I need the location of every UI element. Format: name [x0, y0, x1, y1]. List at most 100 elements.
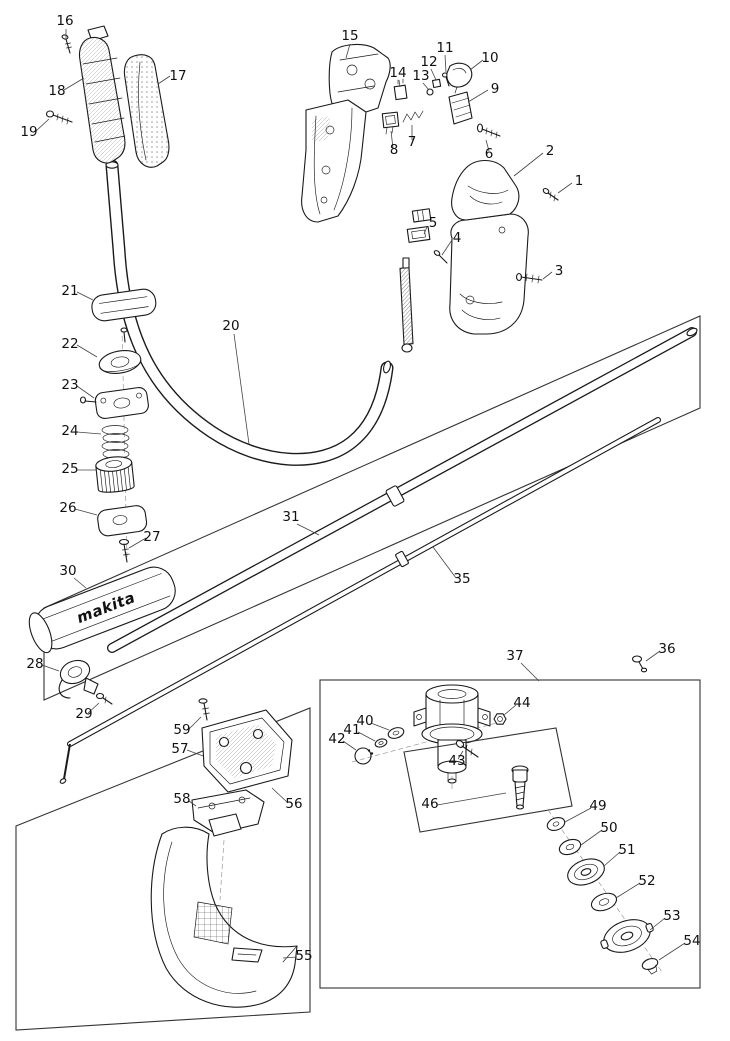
part-label-2: 2	[546, 143, 555, 159]
part-label-37: 37	[506, 648, 523, 664]
part-label-56: 56	[285, 796, 302, 812]
washer-41	[374, 738, 388, 748]
switch-8	[381, 111, 400, 135]
part-label-36: 36	[658, 641, 675, 657]
part-label-3: 3	[555, 263, 564, 279]
screw-4	[433, 250, 448, 264]
washer-50	[558, 838, 582, 856]
part-label-59: 59	[173, 722, 190, 738]
knob-21	[91, 288, 157, 343]
spline-hub-25	[95, 456, 135, 493]
screw-19	[45, 110, 73, 125]
part-label-24: 24	[61, 423, 78, 439]
lever-10	[446, 62, 473, 94]
switch-parts	[381, 62, 501, 139]
spring-24	[101, 425, 130, 459]
part-label-31: 31	[282, 509, 299, 525]
part-label-26: 26	[59, 500, 76, 516]
adapter-46	[511, 765, 529, 810]
part-label-16: 16	[56, 13, 73, 29]
washer-49	[546, 817, 566, 831]
part-label-46: 46	[421, 796, 438, 812]
guard-55	[150, 813, 298, 1008]
part-label-9: 9	[491, 81, 500, 97]
rear-handle-assembly	[399, 159, 559, 353]
part-label-50: 50	[600, 820, 617, 836]
washer-52	[590, 892, 618, 912]
part-label-41: 41	[343, 722, 360, 738]
bolt-43	[455, 740, 479, 758]
part-label-44: 44	[513, 695, 530, 711]
washer-40	[387, 727, 405, 739]
part-label-35: 35	[453, 571, 470, 587]
bolt-16	[61, 34, 72, 54]
screw-59	[198, 698, 210, 721]
handlebar-tube	[105, 159, 394, 466]
bolt-6	[476, 123, 501, 139]
disc-51	[567, 858, 605, 886]
snap-ring-42	[354, 744, 375, 765]
hanger-28	[58, 659, 99, 699]
part-label-11: 11	[436, 40, 453, 56]
trimmer-head-stack	[546, 809, 663, 975]
cutter-blade	[231, 947, 263, 963]
gearhead-assembly	[351, 655, 648, 833]
part-label-6: 6	[485, 146, 494, 162]
part-label-55: 55	[295, 948, 312, 964]
part-label-12: 12	[420, 54, 437, 70]
part-label-8: 8	[390, 142, 399, 158]
part-label-49: 49	[589, 798, 606, 814]
shaft-region-outline	[43, 315, 701, 701]
head-53	[600, 919, 654, 953]
connector-14	[393, 84, 408, 101]
part-label-57: 57	[171, 741, 188, 757]
clamp-lower-26	[97, 505, 148, 537]
clamp-upper-23	[79, 387, 149, 420]
rear-handle-2	[449, 213, 529, 335]
part-label-42: 42	[328, 731, 345, 747]
cap-54	[641, 958, 659, 975]
washer-22	[98, 350, 142, 374]
screw-1	[542, 187, 559, 202]
nut-44	[493, 713, 507, 725]
part-label-25: 25	[61, 461, 78, 477]
leader-lines	[35, 29, 686, 961]
part-label-54: 54	[683, 933, 700, 949]
grip-left-assembly	[45, 25, 126, 164]
switch-9	[448, 91, 473, 125]
grip-right-17	[123, 54, 170, 168]
threaded-rod	[399, 257, 414, 353]
handle-bracket-15	[301, 43, 391, 223]
part-label-4: 4	[453, 230, 462, 246]
part-label-7: 7	[408, 134, 417, 150]
part-label-10: 10	[481, 50, 498, 66]
part-label-13: 13	[412, 68, 429, 84]
part-label-15: 15	[341, 28, 358, 44]
part-label-43: 43	[448, 753, 465, 769]
part-labels: 16 18 17 19 15 11 12 13 14 10 9 8 7 6 2 …	[20, 13, 700, 964]
part-label-20: 20	[222, 318, 239, 334]
part-label-51: 51	[618, 842, 635, 858]
guard-plate-57	[198, 698, 293, 793]
part-12	[431, 78, 442, 89]
gearhead-inset-box	[319, 679, 701, 989]
screw-3	[515, 272, 543, 284]
part-label-19: 19	[20, 124, 37, 140]
part-label-21: 21	[61, 283, 78, 299]
part-label-14: 14	[389, 65, 406, 81]
part-label-28: 28	[26, 656, 43, 672]
part-label-18: 18	[48, 83, 65, 99]
part-label-27: 27	[143, 529, 160, 545]
part-label-23: 23	[61, 377, 78, 393]
block-5	[406, 208, 432, 243]
part-label-30: 30	[59, 563, 76, 579]
part-label-5: 5	[429, 215, 438, 231]
part-label-17: 17	[169, 68, 186, 84]
shaft-lower-pipe	[59, 417, 661, 784]
shaft-upper-pipe	[107, 327, 698, 653]
part-label-53: 53	[663, 908, 680, 924]
bolt-36	[631, 655, 648, 673]
part-label-52: 52	[638, 873, 655, 889]
